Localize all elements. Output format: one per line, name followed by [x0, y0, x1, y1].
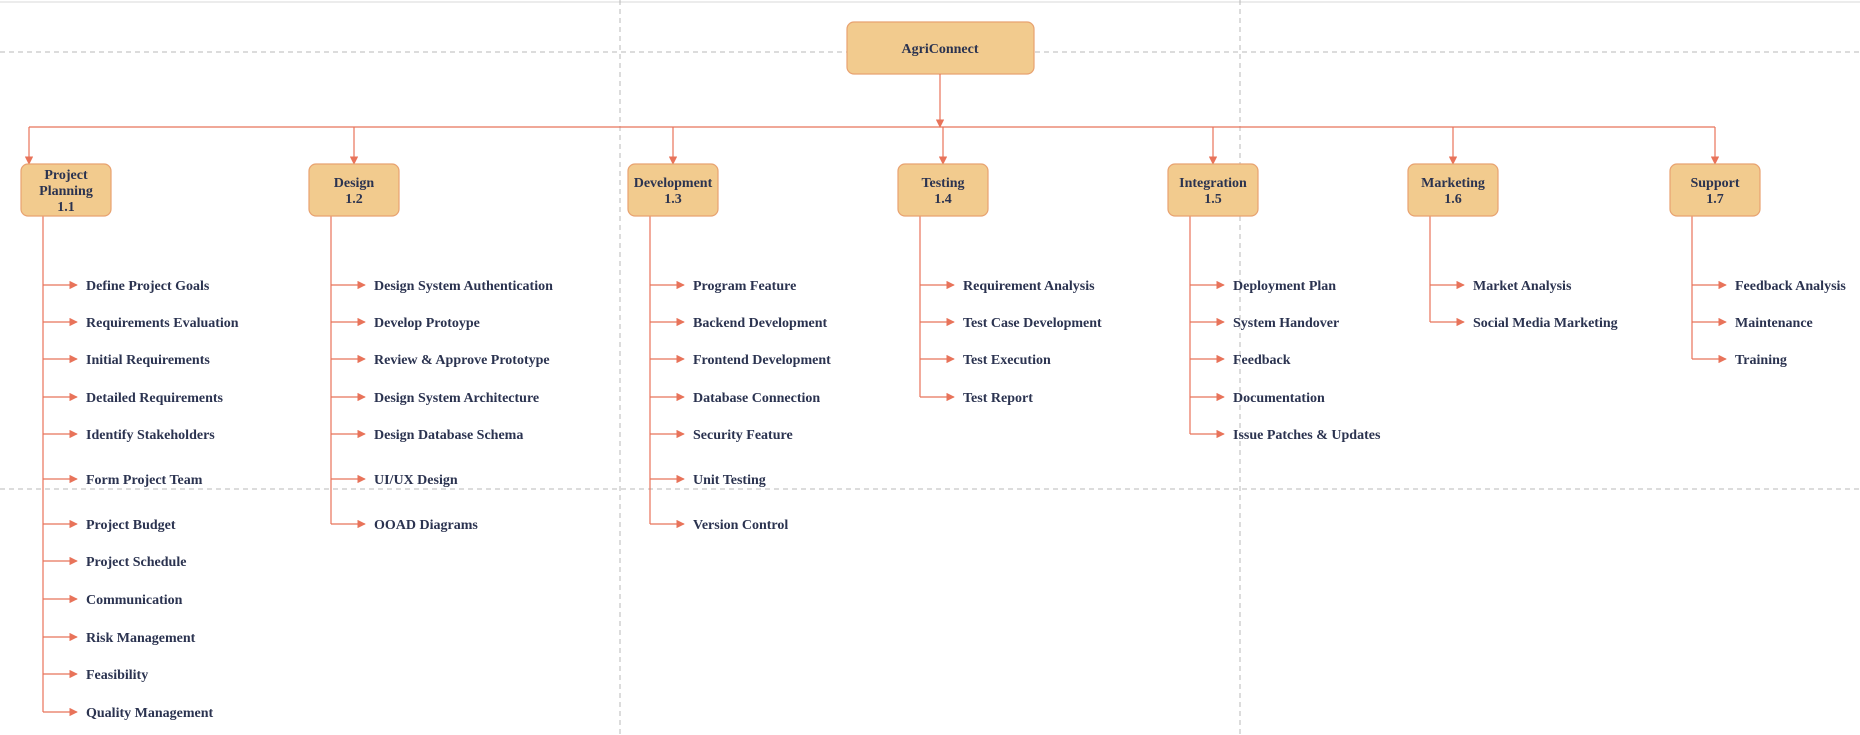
- task-project-budget[interactable]: Project Budget: [86, 518, 176, 533]
- phase-name: Support: [1690, 176, 1739, 191]
- task-ooad-diagrams[interactable]: OOAD Diagrams: [374, 518, 478, 533]
- phase-name: Development: [634, 176, 713, 191]
- task-ui-ux-design[interactable]: UI/UX Design: [374, 473, 458, 488]
- task-design-system-architecture[interactable]: Design System Architecture: [374, 391, 539, 406]
- phase-number: 1.7: [1706, 192, 1724, 207]
- task-design-database-schema[interactable]: Design Database Schema: [374, 428, 523, 443]
- root-node[interactable]: AgriConnect: [846, 21, 1035, 75]
- phase-number: 1.3: [664, 192, 682, 207]
- task-frontend-development[interactable]: Frontend Development: [693, 353, 831, 368]
- connectors: [24, 74, 1720, 712]
- phase-name: Marketing: [1421, 176, 1485, 191]
- task-form-project-team[interactable]: Form Project Team: [86, 473, 203, 488]
- task-social-media-marketing[interactable]: Social Media Marketing: [1473, 316, 1618, 331]
- task-design-system-authentication[interactable]: Design System Authentication: [374, 279, 553, 294]
- task-training[interactable]: Training: [1735, 353, 1787, 368]
- task-communication[interactable]: Communication: [86, 593, 183, 608]
- task-feedback[interactable]: Feedback: [1233, 353, 1291, 368]
- task-test-case-development[interactable]: Test Case Development: [963, 316, 1102, 331]
- task-database-connection[interactable]: Database Connection: [693, 391, 820, 406]
- phase-name: Integration: [1179, 176, 1247, 191]
- task-requirement-analysis[interactable]: Requirement Analysis: [963, 279, 1095, 294]
- phase-number: 1.2: [345, 192, 363, 207]
- task-detailed-requirements[interactable]: Detailed Requirements: [86, 391, 224, 406]
- task-documentation[interactable]: Documentation: [1233, 391, 1325, 406]
- task-develop-protoype[interactable]: Develop Protoype: [374, 316, 480, 331]
- task-maintenance[interactable]: Maintenance: [1735, 316, 1813, 331]
- task-review-and-approve-prototype[interactable]: Review & Approve Prototype: [374, 353, 550, 368]
- phase-number: 1.4: [934, 192, 952, 207]
- task-system-handover[interactable]: System Handover: [1233, 316, 1339, 331]
- phase-name: Testing: [921, 176, 964, 191]
- task-feedback-analysis[interactable]: Feedback Analysis: [1735, 279, 1846, 294]
- phase-number: 1.5: [1204, 192, 1222, 207]
- task-quality-management[interactable]: Quality Management: [86, 706, 213, 721]
- task-version-control[interactable]: Version Control: [693, 518, 788, 533]
- task-feasibility[interactable]: Feasibility: [86, 668, 148, 683]
- task-risk-management[interactable]: Risk Management: [86, 631, 196, 646]
- phase-number: 1.6: [1444, 192, 1462, 207]
- phase-name: Planning: [39, 184, 93, 199]
- task-project-schedule[interactable]: Project Schedule: [86, 555, 186, 570]
- phase-name: Project: [44, 168, 88, 183]
- phase-name: Design: [334, 176, 375, 191]
- task-issue-patches-and-updates[interactable]: Issue Patches & Updates: [1233, 428, 1381, 443]
- task-initial-requirements[interactable]: Initial Requirements: [86, 353, 210, 368]
- task-define-project-goals[interactable]: Define Project Goals: [86, 279, 210, 294]
- task-test-execution[interactable]: Test Execution: [963, 353, 1051, 368]
- task-backend-development[interactable]: Backend Development: [693, 316, 828, 331]
- task-unit-testing[interactable]: Unit Testing: [693, 473, 766, 488]
- task-identify-stakeholders[interactable]: Identify Stakeholders: [86, 428, 215, 443]
- phase-nodes: ProjectPlanning1.1Design1.2Development1.…: [20, 163, 1761, 217]
- task-requirements-evaluation[interactable]: Requirements Evaluation: [86, 316, 239, 331]
- task-test-report[interactable]: Test Report: [963, 391, 1033, 406]
- task-program-feature[interactable]: Program Feature: [693, 279, 796, 294]
- phase-number: 1.1: [57, 200, 75, 215]
- task-deployment-plan[interactable]: Deployment Plan: [1233, 279, 1336, 294]
- task-market-analysis[interactable]: Market Analysis: [1473, 279, 1572, 294]
- task-security-feature[interactable]: Security Feature: [693, 428, 793, 443]
- root-node-label: AgriConnect: [902, 42, 979, 57]
